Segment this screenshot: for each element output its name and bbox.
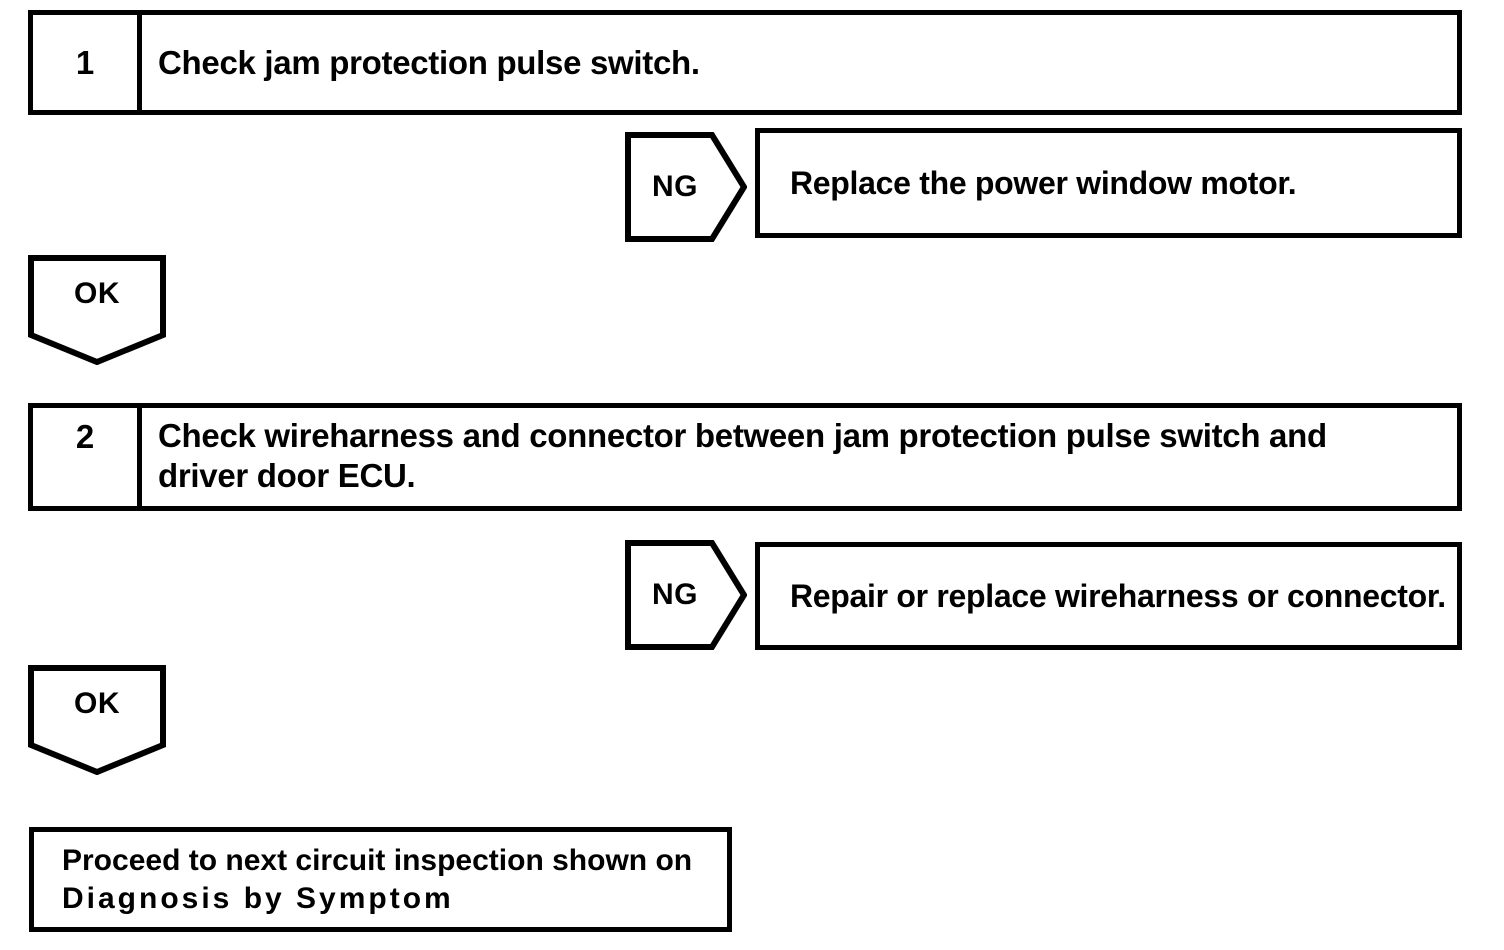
final-box: Proceed to next circuit inspection shown… xyxy=(29,827,732,932)
final-text-line-2: Diagnosis by Symptom xyxy=(62,882,454,915)
ng-connector-2: NG xyxy=(625,540,747,650)
ng-label: NG xyxy=(652,578,698,611)
step-2-number: 2 xyxy=(33,408,142,506)
result-2-text: Repair or replace wireharness or connect… xyxy=(790,577,1446,614)
step-2-box: 2 Check wireharness and connector betwee… xyxy=(28,403,1462,511)
ok-arrow-shape xyxy=(28,255,166,365)
ok-label: OK xyxy=(74,277,120,310)
ok-label: OK xyxy=(74,687,120,720)
step-1-text: Check jam protection pulse switch. xyxy=(142,43,710,83)
step-2-text: Check wireharness and connector between … xyxy=(142,408,1337,496)
step-1-box: 1 Check jam protection pulse switch. xyxy=(28,10,1462,115)
ng-connector-1: NG xyxy=(625,132,747,242)
ng-label: NG xyxy=(652,170,698,203)
final-text-line-1: Proceed to next circuit inspection shown… xyxy=(62,844,693,877)
ok-connector-2: OK xyxy=(28,665,166,775)
ok-connector-1: OK xyxy=(28,255,166,365)
ng-arrow-shape xyxy=(625,540,747,650)
step-1-text-line: Check jam protection pulse switch. xyxy=(158,43,700,81)
step-1-number: 1 xyxy=(33,15,142,110)
ng-arrow-shape xyxy=(625,132,747,242)
step-2-text-line-2: driver door ECU. xyxy=(158,457,416,494)
result-box-2: Repair or replace wireharness or connect… xyxy=(755,542,1462,650)
result-1-text: Replace the power window motor. xyxy=(790,164,1297,201)
ok-arrow-shape xyxy=(28,665,166,775)
result-box-1: Replace the power window motor. xyxy=(755,128,1462,238)
step-2-text-line-1: Check wireharness and connector between … xyxy=(158,417,1327,454)
